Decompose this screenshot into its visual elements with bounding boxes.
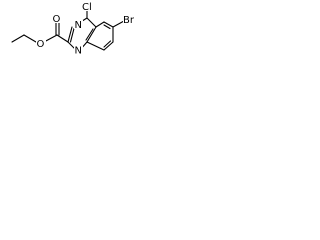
bonds (11, 10, 125, 51)
bond-ccarbonyl-o-ester (43, 34, 58, 43)
atom-cl: Cl (82, 2, 92, 13)
bond-c7-c8-inner (103, 40, 112, 48)
atom-br: Br (123, 15, 135, 26)
atom-labels: N N Cl Br O O (36, 1, 139, 57)
bond-c2-n3-outer (67, 26, 73, 43)
bond-c4a-c8a (86, 26, 97, 43)
bond-c8-c8a (86, 41, 105, 51)
bond-c6-br (112, 20, 125, 28)
atom-n3: N (75, 20, 82, 31)
bond-c2-ccarbonyl (56, 34, 69, 43)
atom-o-ester: O (37, 39, 45, 50)
bond-c4a-c5 (95, 21, 105, 28)
bond-c7-c8 (103, 41, 114, 51)
bond-c4-c4a (86, 17, 97, 28)
bond-c5-c6-inner (103, 24, 111, 30)
atom-n1: N (75, 46, 82, 57)
atom-o-carbonyl: O (53, 14, 61, 25)
bond-o-ch2 (23, 34, 37, 43)
chemical-structure: N N Cl Br O O (11, 1, 139, 57)
bond-c2-n3-inner (69, 27, 75, 43)
bond-c5-c6 (103, 21, 114, 28)
bond-c4a-c8a-inner (85, 28, 94, 41)
bond-ch2-ch3 (11, 34, 25, 43)
